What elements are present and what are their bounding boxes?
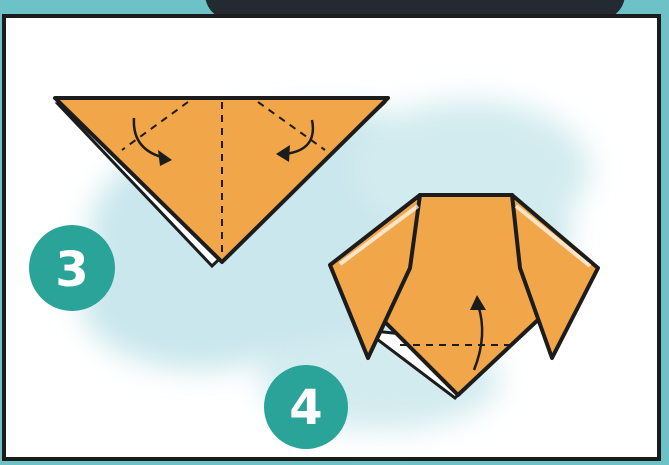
step-badge-3: 3 <box>29 225 115 311</box>
step-number-3: 3 <box>55 242 88 298</box>
step-badge-4: 4 <box>264 365 348 449</box>
step-number-4: 4 <box>289 380 322 436</box>
